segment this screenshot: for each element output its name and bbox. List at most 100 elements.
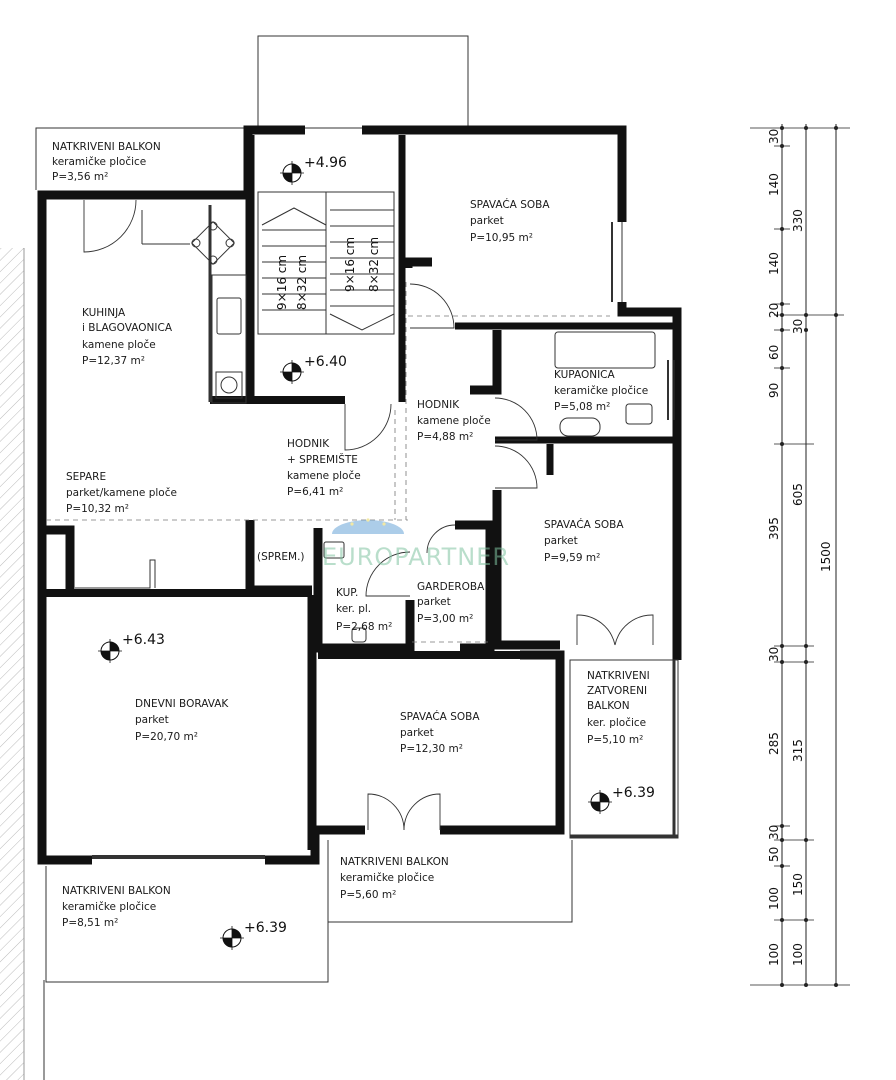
dim-label: 1500 [819, 541, 833, 572]
dim-label: 30 [767, 647, 781, 662]
wall-bath-west [470, 330, 502, 395]
wall-bed2-west [492, 490, 560, 650]
bath-sink [559, 417, 601, 437]
room-area: P=9,59 m² [544, 552, 600, 564]
stair-label-left-a: 9×16 cm [275, 255, 289, 310]
roof-canopy [257, 35, 469, 129]
room-area: P=12,37 m² [82, 355, 145, 367]
exterior-wall-west-lower [37, 600, 92, 865]
level-top: +4.96 [304, 155, 347, 171]
level-marker-mid [280, 360, 304, 384]
room-name-2: i BLAGOVAONICA [82, 322, 173, 334]
room-finish: ker. pločice [587, 717, 646, 729]
room-finish: parket/kamene ploče [66, 487, 177, 499]
dim-label: 285 [767, 732, 781, 755]
room-finish: kamene ploče [417, 415, 491, 427]
room-name: NATKRIVENI BALKON [52, 141, 161, 153]
room-area: P=12,30 m² [400, 743, 463, 755]
dim-label: 605 [791, 483, 805, 506]
door-balcony-nw [83, 199, 137, 253]
room-area: P=3,56 m² [52, 171, 108, 183]
dining-table [191, 221, 235, 265]
room-area: P=5,60 m² [340, 889, 396, 901]
room-name: KUP. [336, 587, 358, 599]
kup-sink [323, 541, 345, 559]
room-area: P=8,51 m² [62, 917, 118, 929]
room-area: P=5,10 m² [587, 734, 643, 746]
room-finish: kamene ploče [287, 470, 361, 482]
room-name: SPAVAĆA SOBA [470, 198, 550, 211]
wall-bed1-south [403, 257, 432, 268]
door-garderoba-b [426, 524, 456, 554]
door-bed1 [409, 283, 455, 329]
door-bed2-balcony [576, 614, 654, 646]
kitchen-stove [215, 371, 243, 399]
room-area: P=4,88 m² [417, 431, 473, 443]
room-name-2: ZATVORENI [587, 685, 647, 697]
exterior-wall-north [362, 125, 627, 222]
room-area: P=3,00 m² [417, 613, 473, 625]
level-marker-top [280, 161, 304, 185]
bathtub [554, 331, 656, 369]
dim-label: 30 [791, 319, 805, 334]
door-garderoba [365, 551, 411, 597]
bath-toilet [625, 403, 653, 425]
kitchen-counter [211, 274, 247, 404]
door-bath [494, 397, 538, 441]
level-marker-living [98, 639, 122, 663]
room-area: P=10,32 m² [66, 503, 129, 515]
room-area: P=5,08 m² [554, 401, 610, 413]
dim-label: 100 [791, 943, 805, 966]
kitchen-sink [216, 297, 242, 335]
room-balkon-s: NATKRIVENI BALKON keramičke pločice P=5,… [340, 856, 449, 901]
stair-treads-left [261, 192, 327, 334]
room-name: DNEVNI BORAVAK [135, 698, 229, 710]
room-spavaca-3: SPAVAĆA SOBA parket P=12,30 m² [400, 710, 480, 755]
stair-label-right-a: 9×16 cm [343, 237, 357, 292]
dim-label: 30 [767, 129, 781, 144]
balkon-zatvoreni-outline [569, 659, 679, 839]
room-kuhinja: KUHINJA i BLAGOVAONICA kamene ploče P=12… [82, 307, 173, 367]
room-sprem: (SPREM.) [257, 551, 305, 563]
watermark-logo [332, 518, 404, 534]
level-marker-south-balcony [220, 926, 244, 950]
kup-toilet [351, 627, 367, 643]
dim-label: 30 [767, 825, 781, 840]
dimension-chain [750, 124, 850, 987]
room-balkon-zatvoreni: NATKRIVENI ZATVORENI BALKON ker. pločice… [587, 670, 650, 746]
room-finish: kamene ploče [82, 339, 156, 351]
door-bed3-balcony [367, 793, 441, 831]
room-kupaonica: KUPAONICA keramičke pločice P=5,08 m² [554, 369, 648, 413]
kitchen-stove-burner [220, 376, 238, 394]
room-name: SEPARE [66, 471, 106, 483]
room-name: (SPREM.) [257, 551, 305, 563]
room-name: NATKRIVENI BALKON [62, 885, 171, 897]
level-marker-closed-balcony [588, 790, 612, 814]
exterior-wall-east-upper [617, 302, 682, 660]
room-name: NATKRIVENI [587, 670, 650, 682]
room-finish: keramičke pločice [62, 901, 156, 913]
watermark-text: EUROPARTNER [322, 543, 510, 571]
room-finish: parket [470, 215, 504, 227]
dim-label: 90 [767, 383, 781, 398]
dim-label: 20 [767, 303, 781, 318]
room-balkon-nw: NATKRIVENI BALKON keramičke pločice P=3,… [52, 141, 161, 183]
room-finish: parket [544, 535, 578, 547]
room-kup: KUP. ker. pl. P=2,68 m² [336, 587, 392, 633]
room-area: P=10,95 m² [470, 232, 533, 244]
dim-label: 315 [791, 739, 805, 762]
room-name: HODNIK [287, 438, 330, 450]
room-separe: SEPARE parket/kamene ploče P=10,32 m² [66, 471, 177, 515]
balkon-sw-outline [45, 866, 329, 983]
dim-label: 140 [767, 252, 781, 275]
neighbor-wall-hatch [0, 248, 24, 1080]
room-area: P=2,68 m² [336, 621, 392, 633]
room-name: GARDEROBA [417, 581, 485, 593]
room-name: KUHINJA [82, 307, 126, 319]
room-dnevni-boravak: DNEVNI BORAVAK parket P=20,70 m² [135, 698, 229, 743]
dim-label: 140 [767, 173, 781, 196]
room-finish: keramičke pločice [554, 385, 648, 397]
balkon-nw-outline [35, 127, 248, 190]
door-bed2 [494, 445, 538, 489]
